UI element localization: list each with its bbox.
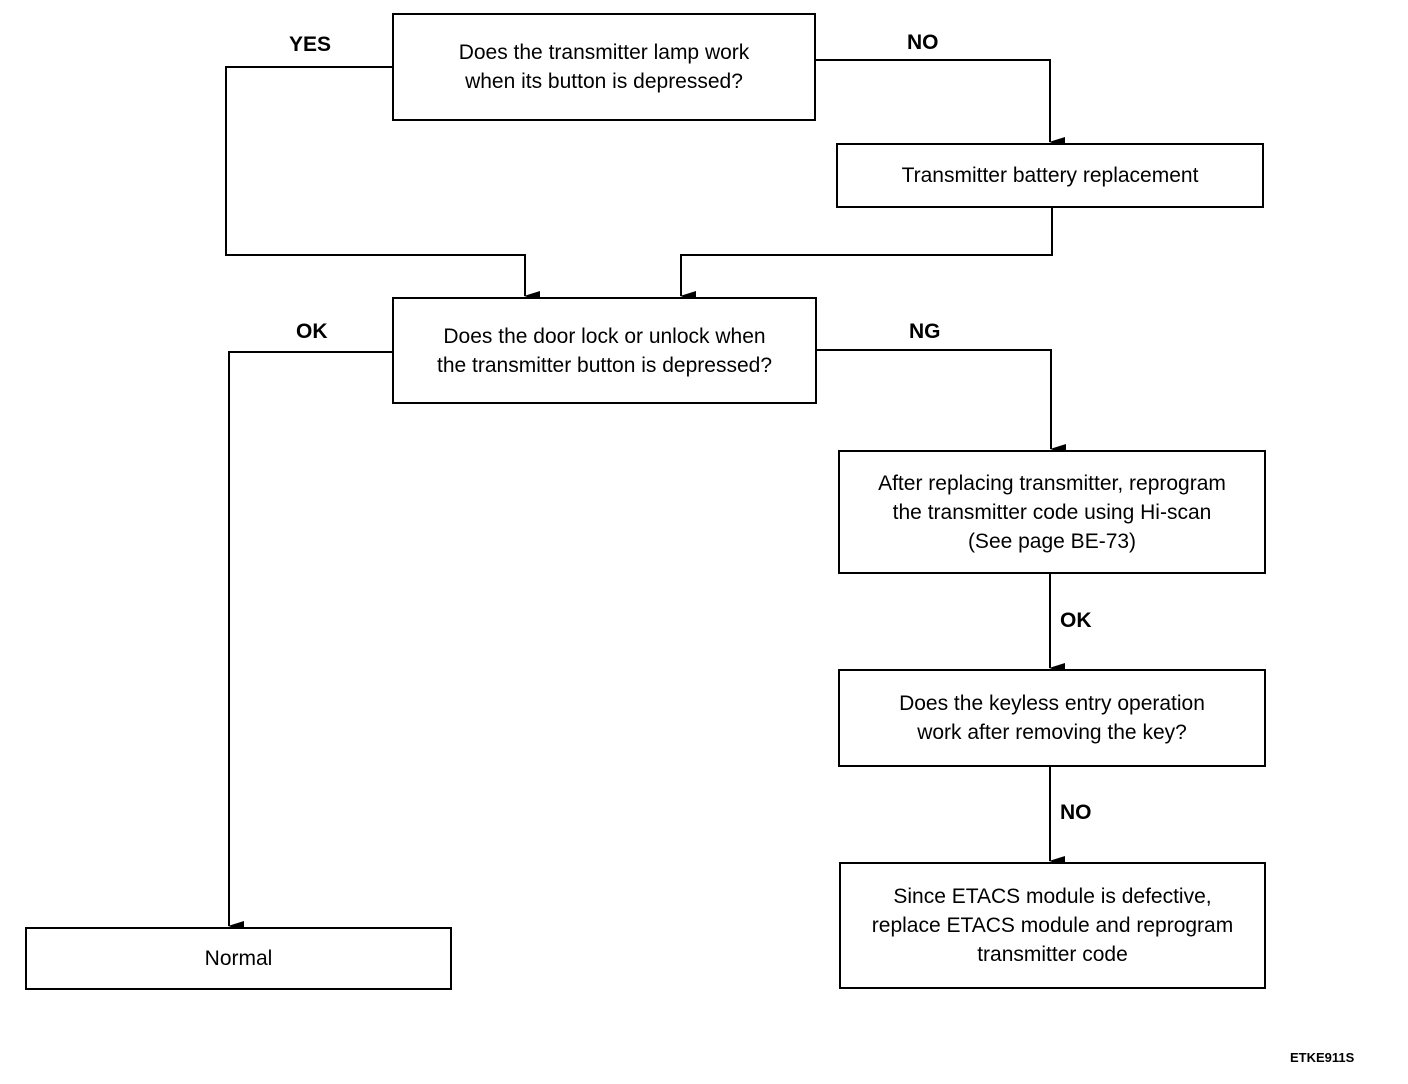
reprogram-box: After replacing transmitter, reprogram t… [838,450,1266,574]
lamp-question-text: Does the transmitter lamp work when its … [458,41,750,93]
door-question-box: Does the door lock or unlock when the tr… [392,297,817,404]
ng-connector [815,349,1066,454]
yes-connector [225,66,540,301]
figure-code: ETKE911S [1290,1050,1355,1065]
battery-replacement-text: Transmitter battery replacement [901,164,1199,187]
keyless-question-box: Does the keyless entry operation work af… [838,669,1266,767]
door-question-text: Does the door lock or unlock when the tr… [436,324,772,377]
battery-to-door-connector [680,207,1053,301]
ok-connector-left [228,351,393,931]
ok-label-left: OK [296,320,328,343]
keyless-question-text: Does the keyless entry operation work af… [899,692,1205,744]
ng-label: NG [909,320,941,343]
lamp-question-box: Does the transmitter lamp work when its … [392,13,816,121]
normal-text: Normal [204,947,273,970]
normal-box: Normal [25,927,452,990]
reprogram-text: After replacing transmitter, reprogram t… [878,471,1226,553]
no-label-top: NO [907,31,939,54]
etacs-text: Since ETACS module is defective, replace… [871,885,1234,966]
ok-label-right: OK [1060,609,1092,632]
etacs-box: Since ETACS module is defective, replace… [839,862,1266,989]
battery-replacement-box: Transmitter battery replacement [836,143,1264,208]
no-connector-top [815,59,1065,147]
yes-label: YES [289,33,332,56]
no-label-bottom: NO [1060,801,1092,824]
